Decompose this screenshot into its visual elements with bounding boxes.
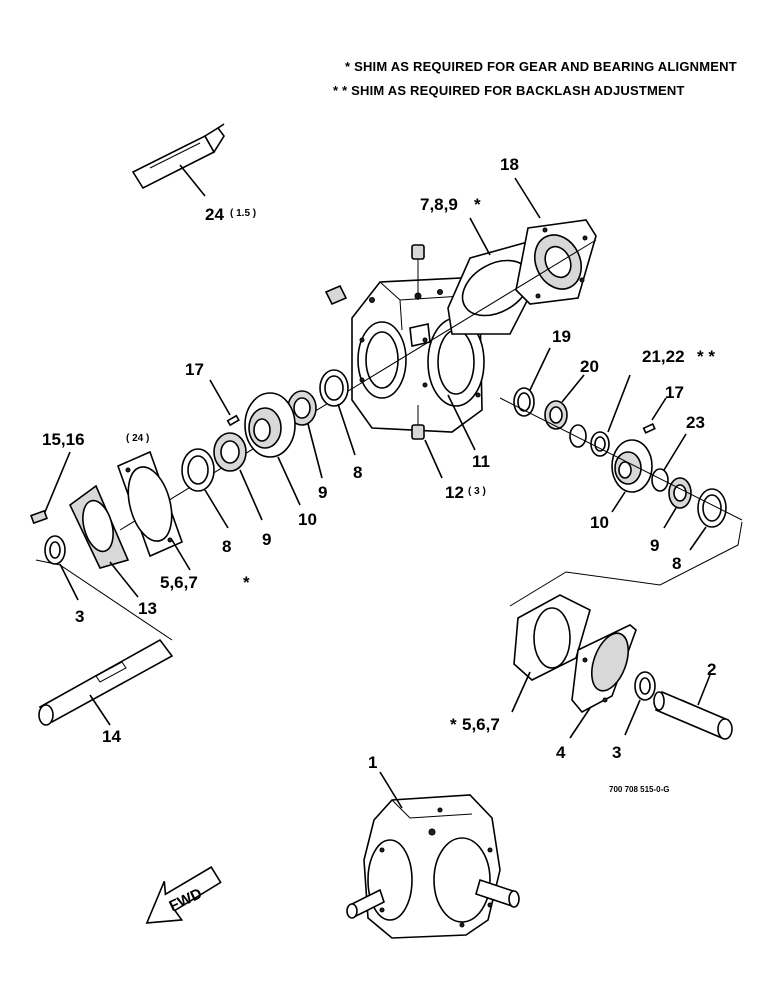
- axis-line-left: [35, 559, 173, 641]
- key-part-17-right: [642, 397, 667, 434]
- shaft-part-14: [38, 638, 174, 726]
- callout-10a: 10: [298, 510, 317, 529]
- note-single-asterisk: * SHIM AS REQUIRED FOR GEAR AND BEARING …: [345, 59, 737, 74]
- callout-2: 2: [707, 660, 716, 679]
- callout-3a: 3: [75, 607, 84, 626]
- bearing-part-9-right: [663, 477, 692, 529]
- callout-20: 20: [580, 357, 599, 376]
- seal-part-3-lower: [624, 671, 656, 736]
- bearing-part-20: [544, 374, 585, 430]
- callout-1516: 15,16: [42, 430, 85, 449]
- callout-18: 18: [500, 155, 519, 174]
- ring-part-8-left: [181, 448, 229, 529]
- cover-part-13: [68, 484, 139, 598]
- callout-9a: 9: [318, 483, 327, 502]
- callout-2122-mark: * *: [697, 347, 715, 366]
- note-single-mark: *: [345, 59, 351, 74]
- bearing-part-9-left: [213, 432, 263, 521]
- seal-part-3-left: [44, 535, 79, 601]
- cover-part-4: [569, 624, 637, 739]
- callout-1516-qty: ( 24 ): [126, 433, 149, 444]
- callout-4: 4: [556, 743, 566, 762]
- callout-8b: 8: [222, 537, 231, 556]
- axis-line-right: [499, 397, 743, 521]
- callout-567b-mark: *: [450, 715, 457, 734]
- callout-19: 19: [552, 327, 571, 346]
- key-part-17-left: [209, 379, 240, 427]
- callout-12-qty: ( 3 ): [468, 486, 486, 497]
- callout-567b: 5,6,7: [462, 715, 500, 734]
- note-single-text: SHIM AS REQUIRED FOR GEAR AND BEARING AL…: [354, 59, 737, 74]
- drawing-number: 700 708 515-0-G: [609, 785, 670, 794]
- leader-18: [514, 177, 541, 219]
- note-double-mark: * *: [333, 83, 348, 98]
- bolt-part-15-16: [30, 451, 71, 525]
- bearing-cover-part-18: [515, 219, 597, 305]
- bevel-gear-part-10-left: [244, 392, 301, 506]
- callout-3b: 3: [612, 743, 621, 762]
- axis-line-lower: [509, 521, 743, 607]
- callout-24-qty: ( 1.5 ): [230, 208, 256, 219]
- callout-23: 23: [686, 413, 705, 432]
- callout-12: 12: [445, 483, 464, 502]
- shim-part-21-22: [569, 374, 631, 457]
- plug-side: [324, 284, 348, 306]
- callout-789: 7,8,9: [420, 195, 458, 214]
- callout-11: 11: [472, 452, 490, 471]
- ring-part-23: [651, 433, 687, 492]
- callout-17a: 17: [185, 360, 204, 379]
- gearbox-housing-part-11: [351, 277, 485, 433]
- callout-24: 24: [205, 205, 224, 224]
- callout-2122: 21,22: [642, 347, 685, 366]
- forward-arrow-icon: FWD: [145, 866, 222, 924]
- callout-8a: 8: [353, 463, 362, 482]
- callout-9b: 9: [262, 530, 271, 549]
- bevel-gear-part-10-right: [611, 439, 653, 513]
- callout-789-mark: *: [474, 195, 481, 214]
- callout-14: 14: [102, 727, 121, 746]
- callout-17b: 17: [665, 383, 684, 402]
- ring-part-19: [513, 347, 551, 417]
- callout-8c: 8: [672, 554, 681, 573]
- grease-tube-part-24: [131, 123, 225, 197]
- ring-part-8-right: [689, 488, 727, 551]
- callout-13: 13: [138, 599, 157, 618]
- bearing-part-9-center: [287, 390, 323, 479]
- shim-gasket-lower: [511, 594, 591, 713]
- callout-567a: 5,6,7: [160, 573, 198, 592]
- vent-plug-top: [411, 244, 425, 300]
- leader-11: [447, 394, 476, 451]
- callout-9c: 9: [650, 536, 659, 555]
- gearbox-assembly-part-1: [346, 771, 520, 939]
- note-double-asterisk: * * SHIM AS REQUIRED FOR BACKLASH ADJUST…: [333, 83, 685, 98]
- leader-789: [469, 217, 491, 256]
- shim-gasket-left: [116, 450, 191, 571]
- shaft-part-2: [653, 674, 733, 740]
- note-double-text: SHIM AS REQUIRED FOR BACKLASH ADJUSTMENT: [351, 83, 685, 98]
- drain-plug-part-12: [411, 405, 443, 479]
- callout-10b: 10: [590, 513, 609, 532]
- callout-1: 1: [368, 753, 377, 772]
- callout-567a-mark: *: [243, 573, 250, 592]
- ring-part-8-center: [319, 369, 356, 456]
